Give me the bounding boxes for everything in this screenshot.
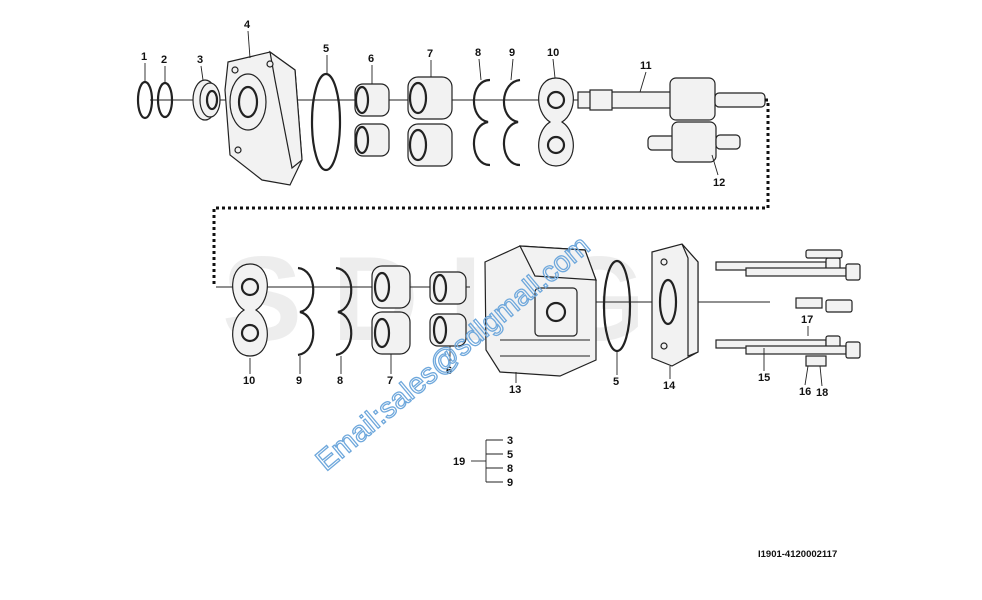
part-15-bolts: [715, 257, 861, 359]
drawing-code: I1901-4120002117: [758, 549, 837, 560]
part-8-wire-seal-b: [335, 266, 353, 357]
kit-member: 5: [507, 449, 513, 461]
part-12-driven-gear: [647, 121, 741, 163]
part-10-wear-plate-b: [232, 263, 268, 357]
part-6-needle-bearings-b: [429, 271, 467, 347]
callout-label: 7: [427, 48, 433, 60]
callout-label: 7: [387, 375, 393, 387]
kit-member: 9: [507, 477, 513, 489]
callout-label: 10: [243, 375, 255, 387]
callout-label: 3: [197, 54, 203, 66]
callout-label: 6: [368, 53, 374, 65]
kit-member: 3: [507, 435, 513, 447]
callout-label: 10: [547, 47, 559, 59]
callout-label: 11: [640, 60, 652, 72]
callout-label: 9: [509, 47, 515, 59]
part-3-shaft-seal: [192, 79, 221, 121]
callout-label: 8: [475, 47, 481, 59]
callout-label: 13: [509, 384, 521, 396]
part-8-wire-seal: [472, 78, 491, 167]
part-13-pump-body: [484, 245, 597, 377]
part-4-front-housing: [224, 50, 303, 186]
bottom-callouts: 10 9 8 7 6 13 5 14 15 16 17 18: [243, 314, 828, 399]
kit-label: 19: [453, 456, 465, 468]
callout-label: 4: [244, 19, 251, 31]
part-10-wear-plate: [538, 77, 574, 167]
kit-19-bracket: 19 3 5 8 9: [453, 435, 513, 489]
part-5-o-ring: [310, 72, 342, 172]
callout-label: 18: [816, 387, 828, 399]
callout-label: 6: [446, 365, 452, 377]
part-16-17-18-fasteners: [795, 249, 853, 367]
callout-label: 8: [337, 375, 343, 387]
part-7-bushings-b: [371, 265, 411, 355]
part-7-bushings: [407, 76, 453, 167]
callout-label: 5: [613, 376, 619, 388]
callout-label: 1: [141, 51, 147, 63]
callout-label: 15: [758, 372, 770, 384]
callout-label: 9: [296, 375, 302, 387]
callout-label: 2: [161, 54, 167, 66]
kit-member: 8: [507, 463, 513, 475]
callout-label: 14: [663, 380, 676, 392]
part-14-rear-cover: [651, 243, 699, 367]
callout-label: 16: [799, 386, 811, 398]
part-9-wire-seal-b: [297, 266, 315, 357]
top-callouts: 1 2 3 4 5 6 7 8 9 10 11 12: [141, 19, 725, 189]
callout-label: 5: [323, 43, 329, 55]
row-connector: [212, 98, 770, 287]
part-9-wire-seal: [502, 78, 521, 167]
callout-label: 12: [713, 177, 725, 189]
part-11-drive-gear: [577, 77, 766, 121]
part-1-snap-ring: [136, 80, 154, 120]
callout-label: 17: [801, 314, 813, 326]
part-6-needle-bearings: [354, 83, 390, 157]
